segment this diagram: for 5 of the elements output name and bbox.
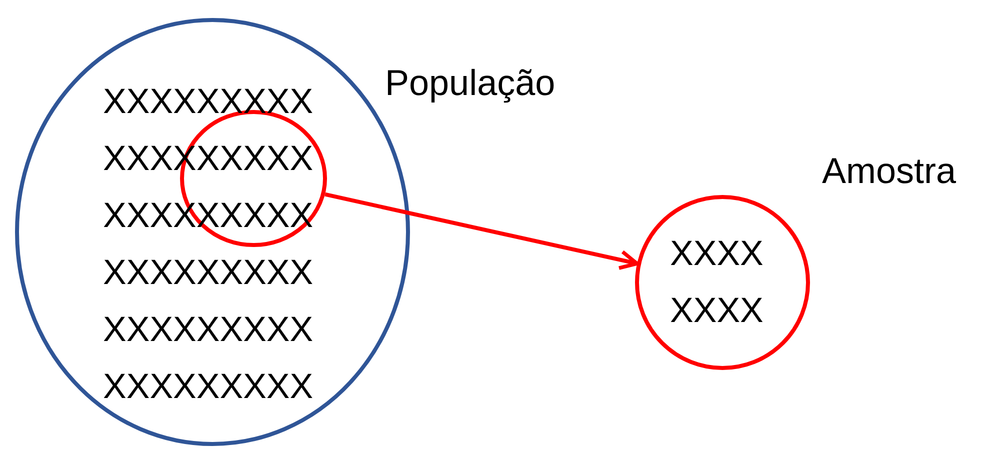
sample-ellipse xyxy=(635,195,810,370)
node-caption: População xyxy=(385,62,556,104)
node-text: XXXX XXXX xyxy=(670,233,764,332)
arrow xyxy=(324,192,639,270)
node-caption: Amostra xyxy=(822,150,956,192)
